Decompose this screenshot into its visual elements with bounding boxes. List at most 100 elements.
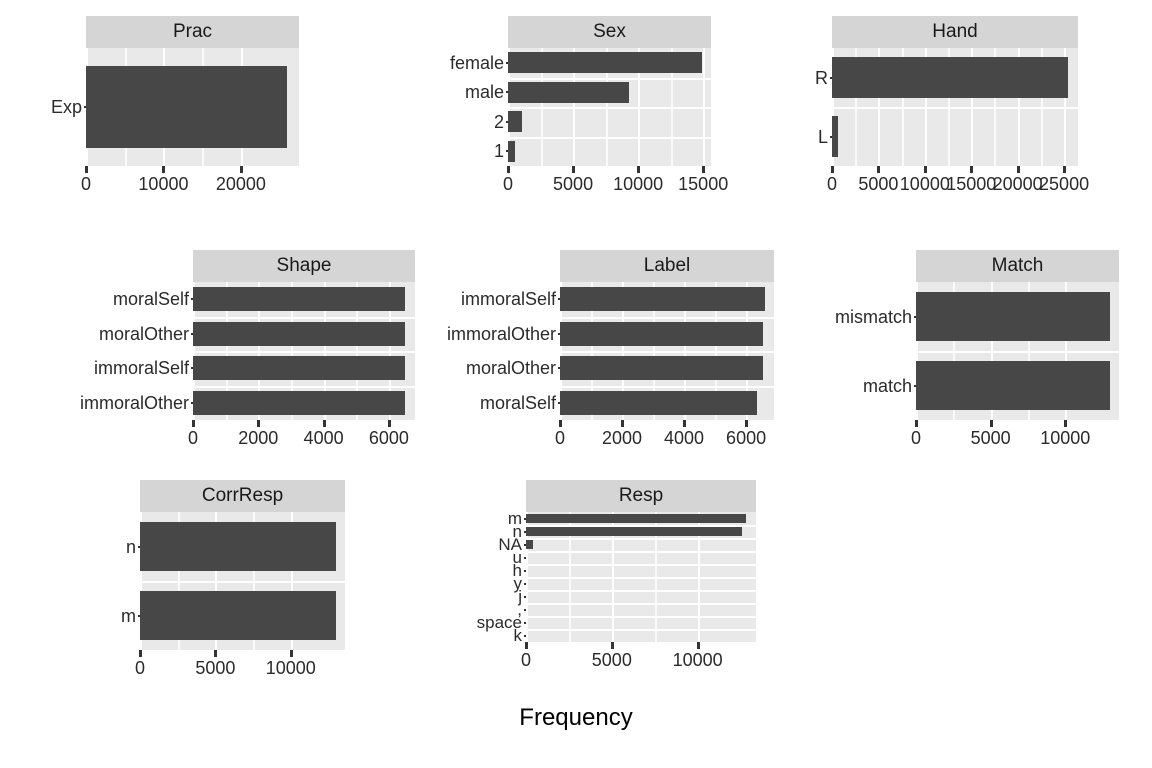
x-tick-mark	[572, 166, 576, 173]
y-tick-label: immoralOther	[447, 317, 556, 352]
y-tick-label: moralSelf	[480, 386, 556, 421]
y-tick-label: k	[513, 626, 523, 645]
x-tick-mark	[1064, 420, 1068, 427]
y-tick-label: immoralSelf	[461, 282, 556, 317]
x-tick-label: 5000	[591, 650, 632, 670]
x-tick-mark	[525, 642, 528, 649]
x-tick-mark	[214, 650, 218, 657]
x-tick-label: 10000	[1040, 428, 1091, 448]
x-tick-label: 0	[187, 428, 199, 448]
gridline-horizontal	[193, 316, 415, 319]
plot-panel	[86, 48, 299, 166]
x-tick-mark	[387, 420, 391, 427]
y-tick-label: moralSelf	[113, 282, 189, 317]
x-tick-mark	[923, 166, 927, 173]
x-tick-mark	[989, 420, 993, 427]
plot-panel	[508, 48, 711, 166]
axis-title-slot-right	[768, 696, 1152, 768]
x-tick-label: 10000	[613, 174, 664, 194]
gridline-horizontal	[526, 577, 756, 579]
gridline-horizontal	[526, 590, 756, 592]
bar	[508, 52, 702, 74]
gridline-horizontal	[560, 316, 774, 319]
y-tick-label: mismatch	[835, 282, 912, 351]
y-tick-label: j	[518, 587, 522, 606]
x-tick-label: 20000	[992, 174, 1043, 194]
x-tick-label: 10000	[899, 174, 950, 194]
bar	[508, 111, 523, 133]
x-tick-mark	[970, 166, 974, 173]
plot-panel	[916, 282, 1119, 420]
y-tick-label: space	[476, 613, 522, 632]
y-tick-label: ,	[517, 600, 522, 619]
bar	[508, 81, 630, 103]
bar	[560, 321, 764, 346]
gridline-horizontal	[508, 136, 711, 139]
facet-strip-label: Shape	[193, 250, 415, 282]
x-tick-mark	[85, 166, 88, 173]
x-tick-mark	[637, 166, 641, 173]
gridline-horizontal	[916, 351, 1119, 353]
y-axis-tick-labels: Exp	[8, 48, 86, 166]
x-tick-label: 10000	[672, 650, 723, 670]
x-tick-mark	[322, 420, 326, 427]
y-tick-label: u	[512, 548, 522, 567]
x-tick-label: 5000	[858, 174, 899, 194]
x-tick-label: 0	[910, 428, 922, 448]
plot-panel	[560, 282, 774, 420]
x-tick-label: 2000	[238, 428, 279, 448]
x-tick-label: 4000	[664, 428, 705, 448]
plot-panel	[832, 48, 1078, 166]
x-tick-mark	[162, 166, 166, 173]
gridline-horizontal	[193, 385, 415, 388]
bar	[832, 56, 1068, 99]
bar	[140, 522, 336, 571]
bar	[560, 356, 764, 381]
bar	[193, 356, 406, 381]
axis-title-slot-left	[0, 696, 384, 768]
x-tick-label: 0	[134, 658, 146, 678]
gridline-horizontal	[508, 77, 711, 80]
y-tick-label: m	[121, 581, 136, 650]
x-tick-label: 15000	[946, 174, 997, 194]
gridline-horizontal	[193, 351, 415, 353]
bar	[526, 539, 533, 550]
bar	[526, 526, 743, 537]
y-tick-label: h	[512, 561, 522, 580]
y-tick-label: male	[465, 78, 504, 108]
x-tick-label: 0	[826, 174, 838, 194]
x-tick-mark	[139, 650, 142, 657]
x-tick-label: 0	[520, 650, 532, 670]
gridline-horizontal	[140, 581, 345, 583]
x-tick-mark	[239, 166, 243, 173]
x-tick-label: 0	[502, 174, 514, 194]
x-tick-mark	[621, 420, 625, 427]
x-tick-mark	[1063, 166, 1067, 173]
plot-panel	[526, 512, 756, 642]
x-tick-mark	[507, 166, 510, 173]
x-tick-mark	[702, 166, 706, 173]
